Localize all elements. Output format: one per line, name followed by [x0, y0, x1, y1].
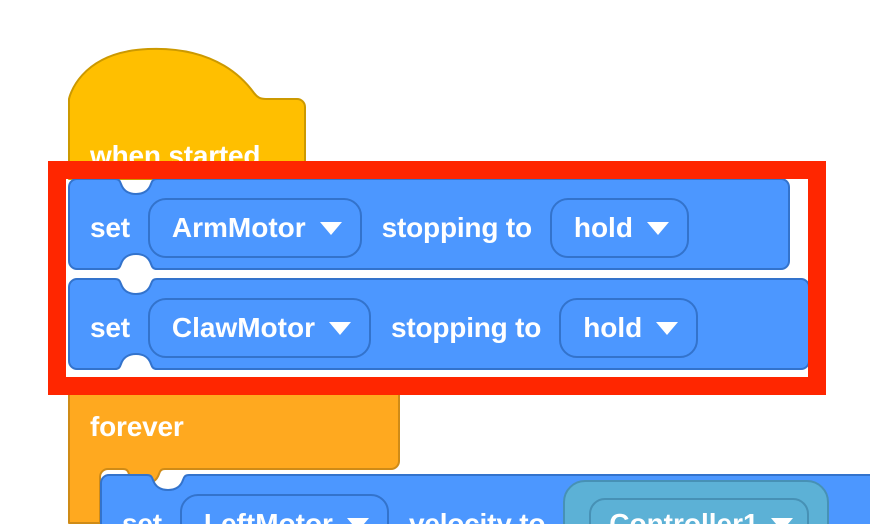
controller-device-dropdown[interactable]: Controller1 — [589, 498, 809, 524]
chevron-down-icon — [328, 321, 351, 335]
set-armmotor-row: set ArmMotor stopping to hold — [68, 186, 689, 270]
clawmotor-device-value: ClawMotor — [171, 312, 315, 343]
controller-axis-reporter-block[interactable]: Controller1 — [563, 480, 829, 524]
stopping-to-label: stopping to — [390, 312, 542, 343]
block-when-started[interactable]: when started — [68, 46, 306, 180]
set-keyword-label: set — [90, 312, 130, 343]
chevron-down-icon — [646, 221, 669, 235]
block-set-armmotor-stopping[interactable]: set ArmMotor stopping to hold — [68, 178, 790, 270]
chevron-down-icon — [770, 517, 793, 524]
stopping-to-label: stopping to — [381, 212, 532, 243]
chevron-down-icon — [656, 321, 679, 335]
when-started-shape — [68, 47, 306, 180]
set-keyword-label: set — [90, 212, 130, 243]
clawmotor-device-dropdown[interactable]: ClawMotor — [147, 298, 371, 358]
velocity-to-label: velocity to — [408, 508, 546, 524]
chevron-down-icon — [319, 221, 342, 235]
armmotor-stopping-dropdown[interactable]: hold — [549, 198, 689, 258]
chevron-down-icon — [346, 517, 369, 524]
block-set-clawmotor-stopping[interactable]: set ClawMotor stopping to hold — [68, 278, 810, 370]
clawmotor-stopping-value: hold — [583, 312, 643, 343]
armmotor-device-dropdown[interactable]: ArmMotor — [147, 198, 362, 258]
clawmotor-stopping-dropdown[interactable]: hold — [559, 298, 699, 358]
when-started-label: when started — [90, 140, 261, 171]
set-leftmotor-row: set LeftMotor velocity to Controller1 — [100, 480, 829, 524]
set-keyword-label: set — [122, 508, 162, 524]
forever-label: forever — [90, 411, 184, 442]
armmotor-stopping-value: hold — [573, 212, 633, 243]
leftmotor-device-value: LeftMotor — [203, 508, 333, 524]
controller-device-value: Controller1 — [609, 508, 759, 524]
armmotor-device-value: ArmMotor — [171, 212, 306, 243]
block-set-leftmotor-velocity[interactable]: set LeftMotor velocity to Controller1 — [100, 474, 870, 524]
leftmotor-device-dropdown[interactable]: LeftMotor — [179, 494, 389, 524]
set-clawmotor-row: set ClawMotor stopping to hold — [68, 286, 699, 370]
